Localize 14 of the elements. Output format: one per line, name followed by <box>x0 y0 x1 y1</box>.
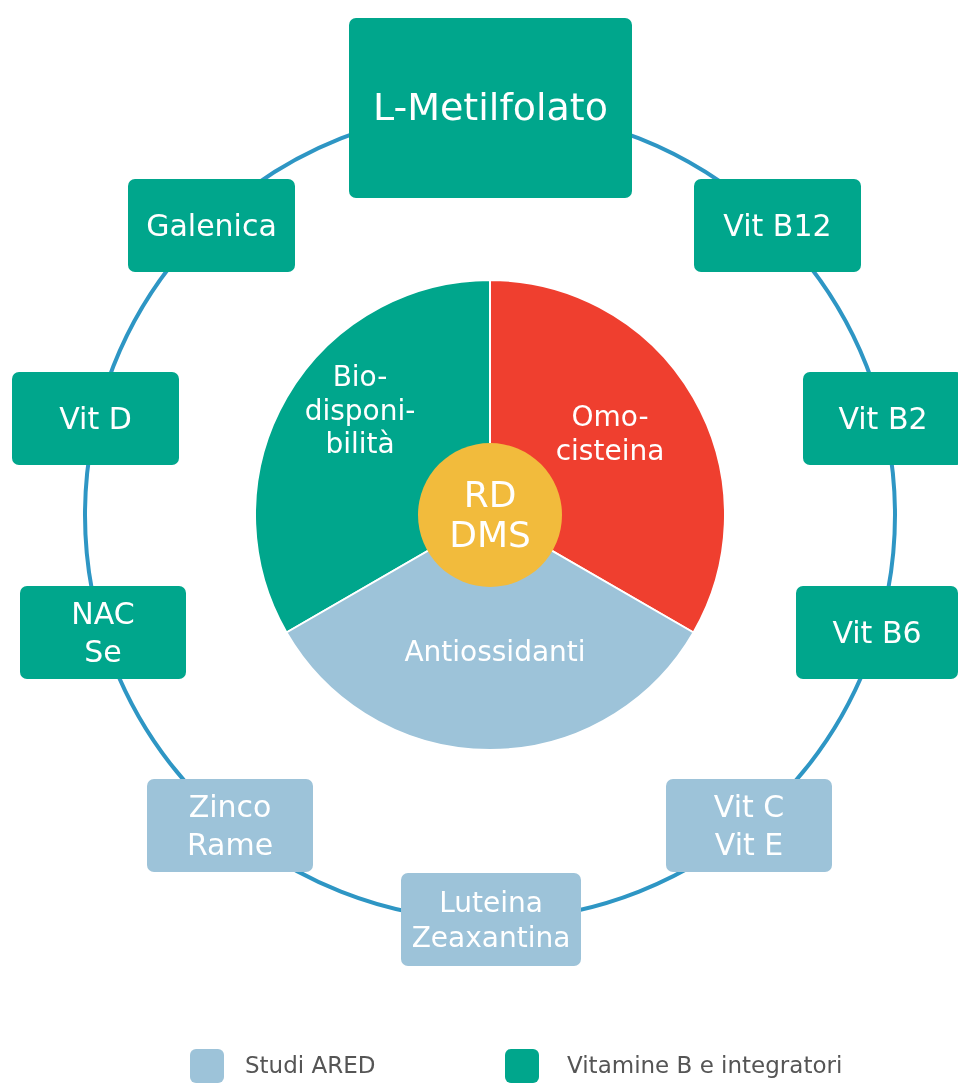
sector-label: Antiossidanti <box>403 635 587 669</box>
nutrient-box: Vit D <box>12 372 179 465</box>
nutrient-box: Galenica <box>128 179 295 272</box>
nutrient-box: Vit B2 <box>803 372 958 465</box>
nutrient-box: Vit B12 <box>694 179 861 272</box>
nutrient-box: Vit C Vit E <box>666 779 832 872</box>
nutrient-box: NAC Se <box>20 586 186 679</box>
nutrient-box: L-Metilfolato <box>349 18 632 198</box>
sector-label: Bio- disponi- bilità <box>303 360 417 461</box>
legend-label: Vitamine B e integratori <box>567 1052 843 1078</box>
legend-label: Studi ARED <box>245 1052 376 1078</box>
nutrient-box: Zinco Rame <box>147 779 313 872</box>
nutrient-box: Luteina Zeaxantina <box>401 873 581 966</box>
nutrient-box: Vit B6 <box>796 586 958 679</box>
